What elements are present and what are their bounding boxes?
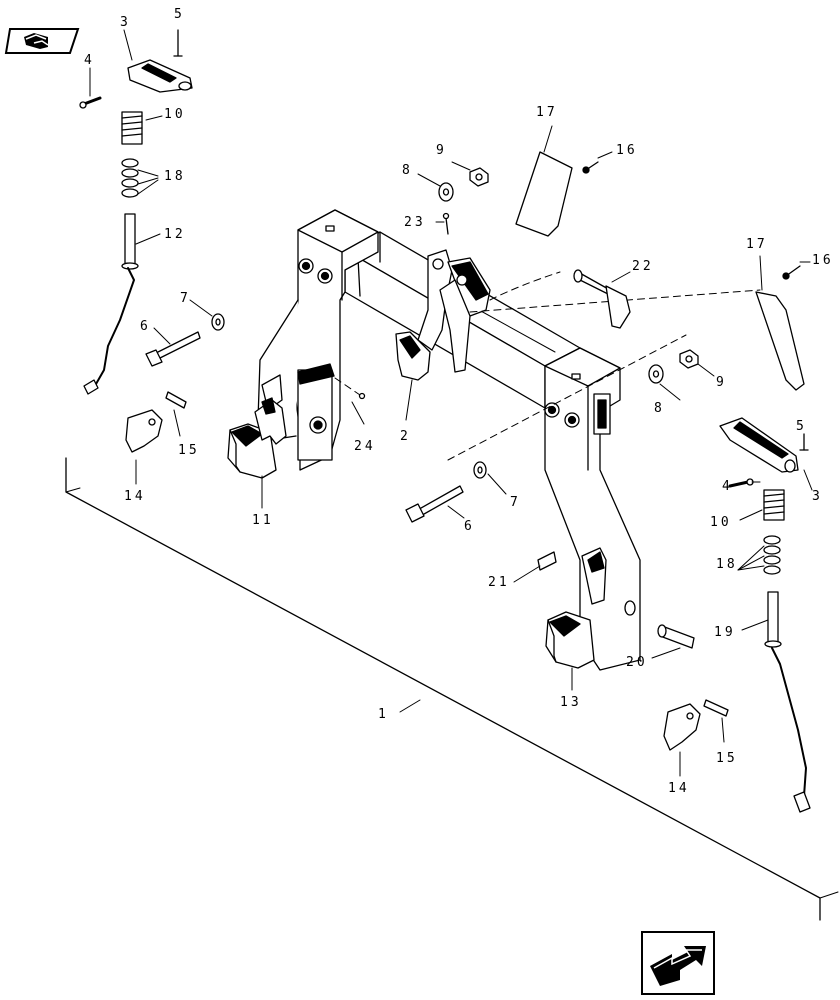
callout-20: 20	[626, 655, 648, 670]
callout-2: 2	[400, 429, 411, 444]
callout-7b: 7	[510, 495, 521, 510]
pin-22	[573, 269, 631, 329]
left-washers-18	[121, 158, 139, 198]
callout-13: 13	[560, 695, 582, 710]
right-lever-3	[719, 417, 799, 473]
pin-23	[442, 212, 450, 235]
left-hook	[227, 397, 287, 479]
callout-7a: 7	[180, 291, 191, 306]
callout-16b: 16	[812, 253, 834, 268]
right-washer-7	[473, 461, 487, 479]
left-bolt-4	[79, 96, 102, 109]
callout-23: 23	[404, 215, 426, 230]
small-ball-24	[358, 392, 366, 400]
next-page-button[interactable]	[640, 930, 716, 996]
assembly-bracket	[65, 457, 839, 921]
guard-17a	[515, 151, 573, 237]
right-latch-14	[663, 703, 701, 751]
callout-5a: 5	[174, 7, 185, 22]
washer-8a	[438, 182, 454, 202]
callout-24: 24	[354, 439, 376, 454]
callout-12: 12	[164, 227, 186, 242]
right-washers-18	[763, 535, 781, 575]
left-lever-3	[127, 59, 193, 93]
callout-6b: 6	[464, 519, 475, 534]
callout-5b: 5	[796, 419, 807, 434]
callout-labels: 1233445566778899101011121314141515161617…	[84, 7, 834, 796]
callout-4a: 4	[84, 53, 95, 68]
callout-16a: 16	[616, 143, 638, 158]
callout-14a: 14	[124, 489, 146, 504]
callout-10a: 10	[164, 107, 186, 122]
center-latch	[395, 249, 491, 381]
callout-4b: 4	[722, 479, 733, 494]
left-washer-7	[211, 313, 225, 331]
right-upright	[544, 347, 641, 671]
left-bolt-6	[145, 331, 201, 367]
callout-6a: 6	[140, 319, 151, 334]
nut-9a	[469, 167, 489, 187]
arrow-forward-icon	[641, 931, 715, 995]
right-rod-19	[764, 591, 811, 813]
callout-17b: 17	[746, 237, 768, 252]
callout-3b: 3	[812, 489, 823, 504]
left-spring-10	[121, 111, 143, 145]
right-pin-5	[799, 433, 809, 451]
right-bolt-6	[405, 485, 464, 523]
callout-22: 22	[632, 259, 654, 274]
callout-17a: 17	[536, 105, 558, 120]
leader-lines	[89, 29, 813, 777]
clip-21	[537, 551, 557, 571]
callout-14b: 14	[668, 781, 690, 796]
callout-8a: 8	[402, 163, 413, 178]
callout-10b: 10	[710, 515, 732, 530]
nut-9b	[679, 349, 699, 369]
left-pin-15	[165, 391, 187, 409]
callout-9a: 9	[436, 143, 447, 158]
right-bolt-4	[728, 478, 754, 488]
pin-20	[657, 624, 695, 649]
callout-18b: 18	[716, 557, 738, 572]
guard-17b	[755, 291, 805, 391]
washer-8b	[648, 364, 664, 384]
screw-16a	[582, 161, 599, 174]
left-latch-14	[125, 409, 163, 453]
callout-21: 21	[488, 575, 510, 590]
left-rod-12	[83, 213, 139, 395]
screw-16b	[782, 265, 801, 280]
prev-page-button[interactable]	[4, 27, 80, 55]
book-arrow-back-icon	[4, 28, 80, 54]
callout-15a: 15	[178, 443, 200, 458]
callout-15b: 15	[716, 751, 738, 766]
right-pin-15	[703, 699, 729, 717]
right-hook	[545, 611, 595, 669]
callout-8b: 8	[654, 401, 665, 416]
callout-11: 11	[252, 513, 274, 528]
callout-3a: 3	[120, 15, 131, 30]
callout-18a: 18	[164, 169, 186, 184]
right-spring-10	[763, 489, 785, 521]
callout-19: 19	[714, 625, 736, 640]
callout-9b: 9	[716, 375, 727, 390]
callout-1: 1	[378, 707, 389, 722]
left-pin-5	[173, 29, 183, 57]
